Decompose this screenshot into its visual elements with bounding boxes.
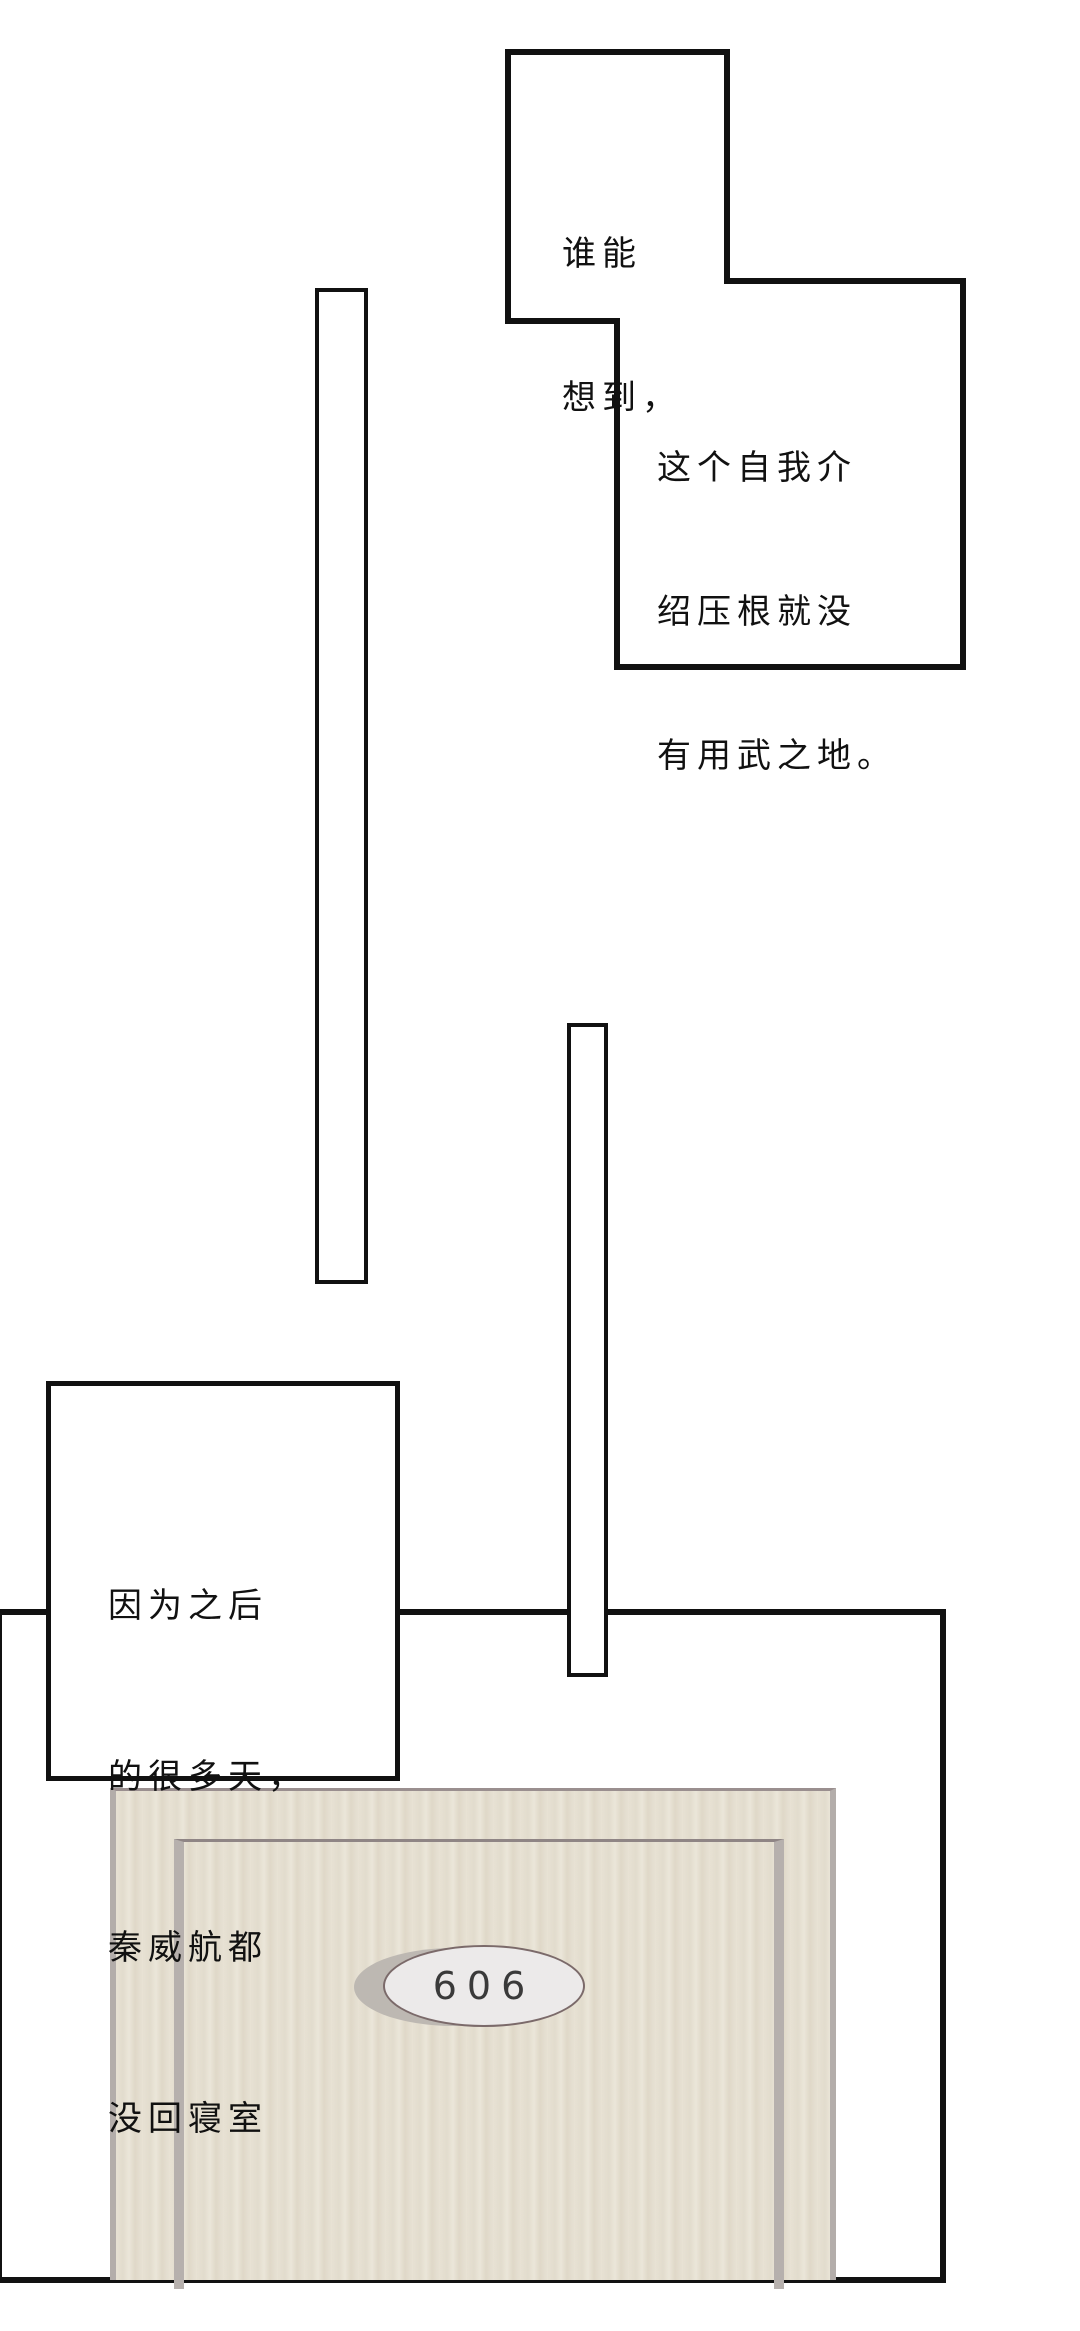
caption-line: 秦威航都: [108, 1928, 268, 1968]
caption-third: 因为之后 的很多天， 秦威航都 没回寝室: [108, 1464, 308, 2205]
caption-box-third: [46, 1381, 400, 1781]
caption-line: 这个自我介: [657, 448, 857, 488]
caption-line: 的很多天，: [108, 1757, 308, 1797]
caption-line: 因为之后: [108, 1586, 268, 1626]
caption-line: 绍压根就没: [657, 592, 857, 632]
door: [110, 1788, 836, 2289]
caption-second: 这个自我介 绍压根就没 有用武之地。: [657, 348, 897, 828]
caption-line: 有用武之地。: [657, 736, 897, 776]
vertical-bar-left: [315, 288, 368, 1284]
caption-line: 谁能: [562, 234, 642, 274]
caption-first: 谁能 想到，: [562, 134, 682, 470]
door-frame: [174, 1839, 784, 2289]
room-number-plate: 606: [383, 1945, 585, 2027]
vertical-bar-right: [567, 1023, 608, 1677]
caption-line: 没回寝室: [108, 2099, 268, 2139]
caption-box-outline: [505, 49, 966, 670]
room-number: 606: [432, 1964, 536, 2008]
caption-line: 想到，: [562, 378, 682, 418]
